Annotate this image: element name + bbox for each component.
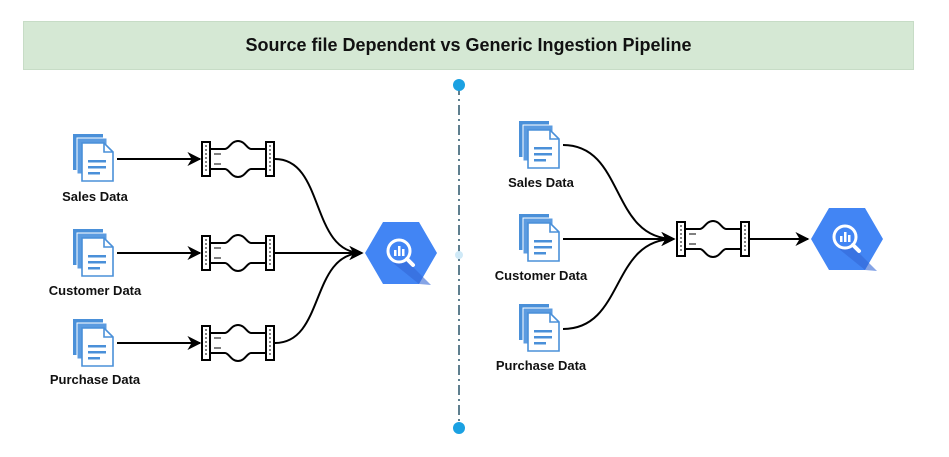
purchase-document-icon [72, 318, 114, 367]
left-source-label: Sales Data [62, 189, 129, 204]
flow-arrow [274, 246, 364, 344]
panel-divider [453, 79, 465, 434]
left-panel: Sales Data Customer Data Purchase Data [49, 133, 439, 387]
flow-arrow [562, 232, 676, 330]
left-source-label: Purchase Data [50, 372, 141, 387]
pipe-connector-icon [201, 234, 275, 272]
bigquery-icon [363, 220, 439, 287]
left-source-label: Customer Data [49, 283, 142, 298]
title-banner: Source file Dependent vs Generic Ingesti… [23, 21, 914, 70]
purchase-document-icon [518, 303, 560, 352]
right-source-label: Customer Data [495, 268, 588, 283]
divider-midpoint [455, 251, 463, 259]
divider-handle [453, 422, 465, 434]
sales-document-icon [518, 120, 560, 169]
customer-document-icon [72, 228, 114, 277]
customer-document-icon [518, 213, 560, 262]
flow-arrow [562, 144, 676, 246]
sales-document-icon [72, 133, 114, 182]
pipe-connector-icon [201, 324, 275, 362]
pipe-connector-icon [201, 140, 275, 178]
right-source-label: Purchase Data [496, 358, 587, 373]
flow-arrow [274, 158, 364, 260]
right-panel: Sales Data Customer Data Purchase Data [495, 120, 885, 373]
pipe-connector-icon [676, 220, 750, 258]
bigquery-icon [809, 206, 885, 273]
diagram-title: Source file Dependent vs Generic Ingesti… [245, 35, 692, 55]
divider-handle [453, 79, 465, 91]
right-source-label: Sales Data [508, 175, 575, 190]
